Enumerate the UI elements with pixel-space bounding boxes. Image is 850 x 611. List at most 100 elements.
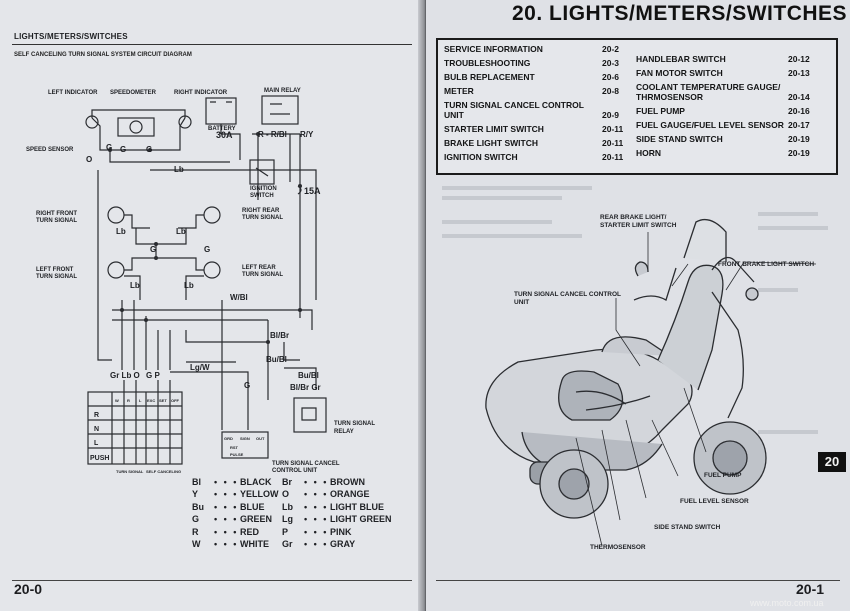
label-main-relay: MAIN RELAY xyxy=(264,88,301,94)
label-rf-turn-1: RIGHT FRONT xyxy=(36,211,77,217)
callout-rear-brake-2: STARTER LIMIT SWITCH xyxy=(600,222,677,229)
header-rule xyxy=(12,44,412,45)
wire-wbl: W/Bl xyxy=(230,293,248,302)
label-ignition-switch-2: SWITCH xyxy=(250,193,274,199)
wire-g-p: G P xyxy=(146,371,160,380)
switch-turn-caption: TURN SIGNAL xyxy=(116,469,144,474)
diagram-title: SELF CANCELING TURN SIGNAL SYSTEM CIRCUI… xyxy=(14,52,192,58)
label-fuse-30a: 30A xyxy=(216,130,233,140)
label-speedometer: SPEEDOMETER xyxy=(110,90,157,96)
wire-ry: R/Y xyxy=(300,130,314,139)
legend-row: Bu• • •BLUE xyxy=(192,501,265,512)
right-page: 20. LIGHTS/METERS/SWITCHES SERVICE INFOR… xyxy=(426,0,850,611)
callout-rear-brake-1: REAR BRAKE LIGHT/ xyxy=(600,214,667,221)
legend-row: G• • •GREEN xyxy=(192,514,273,525)
wire-bubl: Bu/Bl xyxy=(266,355,287,364)
chapter-tab: 20 xyxy=(818,452,846,472)
legend-row: Lg• • •LIGHT GREEN xyxy=(282,514,392,525)
legend-row: Gr• • •GRAY xyxy=(282,539,356,550)
wire-lb-top: Lb xyxy=(174,165,184,174)
wire-color-legend-left: Bl• • •BLACK Y• • •YELLOW Bu• • •BLUE G•… xyxy=(192,476,279,550)
wire-color-legend-right: Br• • •BROWN O• • •ORANGE Lb• • •LIGHT B… xyxy=(282,476,392,550)
legend-row: Y• • •YELLOW xyxy=(192,489,279,500)
label-cancel-unit-2: CONTROL UNIT xyxy=(272,468,318,474)
wire-g-unit: G xyxy=(244,381,250,390)
label-relay-1: TURN SIGNAL xyxy=(334,421,375,427)
wire-bubl2: Bu/Bl xyxy=(298,371,319,380)
cu-pin-pulse: PULSE xyxy=(230,452,244,457)
label-rf-turn-2: TURN SIGNAL xyxy=(36,218,77,224)
wire-g2: G xyxy=(146,145,152,154)
wire-r-rbl: R - R/Bl xyxy=(258,130,287,139)
page-number: 20-0 xyxy=(14,581,43,597)
callout-fuel-pump: FUEL PUMP xyxy=(704,472,742,479)
label-lf-turn-1: LEFT FRONT xyxy=(36,267,74,273)
switch-cancel-caption: SELF CANCELING xyxy=(146,469,181,474)
wire-lb-rf: Lb xyxy=(116,227,126,236)
switch-col-exc: EXC xyxy=(147,398,155,403)
wire-g-front: G xyxy=(150,245,156,254)
wire-lb-lr: Lb xyxy=(184,281,194,290)
footer-rule xyxy=(436,580,840,581)
chapter-title: 20. LIGHTS/METERS/SWITCHES xyxy=(512,2,848,25)
running-head: LIGHTS/METERS/SWITCHES xyxy=(14,32,128,41)
wire-g1: G xyxy=(120,145,126,154)
callout-side-stand-switch: SIDE STAND SWITCH xyxy=(654,524,721,531)
wire-lgw: Lg/W xyxy=(190,363,210,372)
switch-row-n: N xyxy=(94,426,99,433)
legend-row: Br• • •BROWN xyxy=(282,477,365,487)
switch-row-l: L xyxy=(94,440,99,447)
wire-blbr-gr: Bl/Br Gr xyxy=(290,383,321,392)
label-lf-turn-2: TURN SIGNAL xyxy=(36,274,77,280)
label-relay-2: RELAY xyxy=(334,429,354,435)
switch-col-r: R xyxy=(127,398,130,403)
cu-pin-grd: GRD xyxy=(224,436,233,441)
page-number: 20-1 xyxy=(796,581,825,597)
callout-cancel-unit-2: UNIT xyxy=(514,299,529,306)
label-fuse-15a: 15A xyxy=(304,186,321,196)
wire-lb-rr: Lb xyxy=(176,227,186,236)
wire-g-sensor: G xyxy=(106,143,112,152)
callout-cancel-unit-1: TURN SIGNAL CANCEL CONTROL xyxy=(514,291,621,298)
wire-lb-lf: Lb xyxy=(130,281,140,290)
legend-row: Lb• • •LIGHT BLUE xyxy=(282,501,384,512)
switch-row-r: R xyxy=(94,412,99,419)
label-ignition-switch-1: IGNITION xyxy=(250,186,277,192)
callout-thermosensor: THERMOSENSOR xyxy=(590,544,646,551)
legend-row: Bl• • •BLACK xyxy=(192,477,272,487)
legend-row: P• • •PINK xyxy=(282,526,352,537)
cu-pin-sign: SIGN xyxy=(240,436,250,441)
label-rr-turn-1: RIGHT REAR xyxy=(242,208,280,214)
label-left-indicator: LEFT INDICATOR xyxy=(48,90,98,96)
legend-row: W• • •WHITE xyxy=(192,539,269,550)
watermark: www.moto.com.ua xyxy=(750,598,824,608)
switch-row-push: PUSH xyxy=(90,455,109,462)
scooter-illustration: REAR BRAKE LIGHT/ STARTER LIMIT SWITCH F… xyxy=(442,186,828,551)
wire-g-rear: G xyxy=(204,245,210,254)
left-page: LIGHTS/METERS/SWITCHES SELF CANCELING TU… xyxy=(0,0,424,611)
label-cancel-unit-1: TURN SIGNAL CANCEL xyxy=(272,461,340,467)
label-battery: BATTERY xyxy=(208,126,236,132)
legend-row: O• • •ORANGE xyxy=(282,489,370,500)
label-speed-sensor: SPEED SENSOR xyxy=(26,147,74,153)
label-rr-turn-2: TURN SIGNAL xyxy=(242,215,283,221)
cu-pin-out: OUT xyxy=(256,436,265,441)
